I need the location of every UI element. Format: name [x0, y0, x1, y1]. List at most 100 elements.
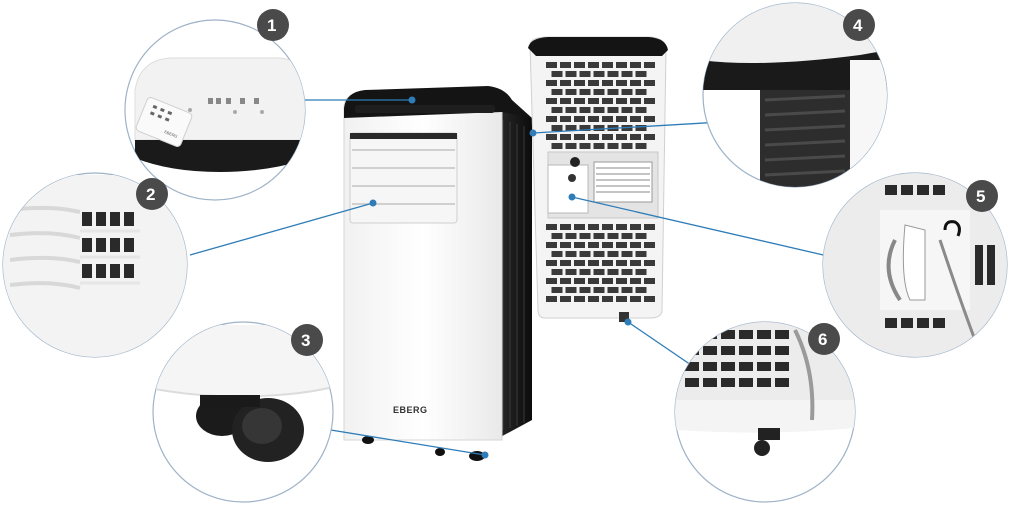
grille-slot	[644, 242, 655, 248]
grille-slot	[593, 287, 605, 293]
grille-slot	[630, 260, 641, 266]
callout-number-5: 5	[976, 187, 985, 206]
grille-slot	[579, 125, 591, 131]
grille-slot	[616, 296, 627, 302]
callout-number-2: 2	[146, 185, 155, 204]
grille-slot	[546, 278, 557, 284]
grille-slot	[574, 242, 585, 248]
grille-slot	[565, 233, 577, 239]
grille-slot	[621, 71, 633, 77]
grille-slot	[607, 269, 619, 275]
grille-slot	[546, 242, 557, 248]
grille-slot	[565, 269, 577, 275]
grille-slot	[588, 224, 599, 230]
grille-slot	[593, 251, 605, 257]
grille-slot	[560, 296, 571, 302]
grille-slot	[602, 260, 613, 266]
grille-slot	[593, 71, 605, 77]
grille-slot	[616, 116, 627, 122]
grille-slot	[560, 98, 571, 104]
grille-slot	[644, 62, 655, 68]
grille-slot	[565, 143, 577, 149]
grille-slot	[574, 224, 585, 230]
grille-slot	[551, 89, 563, 95]
grille-slot	[546, 224, 557, 230]
grille-slot	[546, 80, 557, 86]
grille-slot	[588, 260, 599, 266]
detail-circle-cord-hook: 5	[822, 172, 1008, 358]
grille-slot	[621, 287, 633, 293]
grille-slot	[616, 62, 627, 68]
grille-slot	[630, 278, 641, 284]
grille-slot	[579, 71, 591, 77]
grille-slot	[579, 143, 591, 149]
grille-slot	[588, 242, 599, 248]
grille-slot	[602, 278, 613, 284]
grille-slot	[602, 80, 613, 86]
grille-slot	[546, 134, 557, 140]
grille-slot	[621, 107, 633, 113]
grille-slot	[635, 107, 647, 113]
detail-circle-drain: 6	[674, 321, 856, 503]
grille-slot	[602, 224, 613, 230]
grille-slot	[565, 71, 577, 77]
grille-slot	[565, 89, 577, 95]
grille-slot	[593, 89, 605, 95]
grille-slot	[635, 89, 647, 95]
grille-slot	[644, 296, 655, 302]
grille-slot	[551, 287, 563, 293]
front-unit: EBERG	[343, 86, 532, 461]
grille-slot	[630, 296, 641, 302]
grille-slot	[644, 116, 655, 122]
callout-number-4: 4	[853, 16, 863, 35]
grille-slot	[593, 107, 605, 113]
grille-slot	[551, 233, 563, 239]
grille-slot	[644, 278, 655, 284]
grille-slot	[630, 116, 641, 122]
grille-slot	[588, 296, 599, 302]
grille-slot	[635, 287, 647, 293]
grille-slot	[574, 134, 585, 140]
grille-slot	[602, 98, 613, 104]
grille-slot	[574, 62, 585, 68]
grille-slot	[607, 251, 619, 257]
detail-circle-louver: 2	[2, 172, 188, 358]
grille-slot	[588, 62, 599, 68]
grille-slot	[621, 269, 633, 275]
grille-slot	[635, 251, 647, 257]
grille-slot	[560, 242, 571, 248]
grille-slot	[560, 80, 571, 86]
grille-slot	[602, 134, 613, 140]
grille-slot	[635, 125, 647, 131]
grille-slot	[630, 242, 641, 248]
grille-slot	[593, 269, 605, 275]
grille-slot	[560, 260, 571, 266]
grille-slot	[621, 143, 633, 149]
grille-slot	[635, 143, 647, 149]
grille-slot	[565, 107, 577, 113]
detail-circle-caster: 3	[152, 321, 334, 503]
detail-circle-side-grille: 4	[702, 2, 888, 188]
grille-slot	[630, 134, 641, 140]
grille-slot	[579, 89, 591, 95]
grille-slot	[551, 125, 563, 131]
back-unit	[528, 36, 668, 322]
grille-slot	[616, 98, 627, 104]
grille-slot	[607, 233, 619, 239]
grille-slot	[644, 98, 655, 104]
grille-slot	[565, 125, 577, 131]
grille-slot	[574, 296, 585, 302]
grille-slot	[551, 107, 563, 113]
grille-slot	[635, 269, 647, 275]
grille-slot	[602, 242, 613, 248]
remote-brand-label: EBERG	[164, 129, 179, 139]
grille-slot	[565, 251, 577, 257]
grille-slot	[616, 134, 627, 140]
back-lower-grille	[546, 224, 655, 302]
grille-slot	[560, 224, 571, 230]
grille-slot	[607, 287, 619, 293]
grille-slot	[551, 251, 563, 257]
grille-slot	[588, 116, 599, 122]
grille-slot	[621, 251, 633, 257]
grille-slot	[574, 260, 585, 266]
